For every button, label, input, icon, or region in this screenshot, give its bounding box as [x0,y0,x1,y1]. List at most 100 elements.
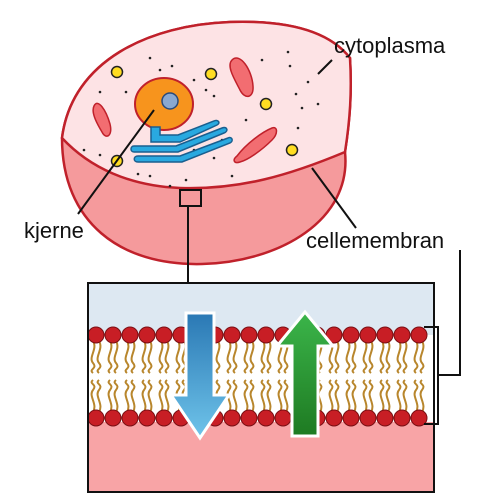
ribosome-dot [294,92,298,96]
ribosome-dot [296,126,300,130]
lipid-tail [351,379,357,413]
lipid-tail [277,340,283,374]
ribosome-dot [148,56,152,60]
lipid-tail [419,340,425,374]
mitochondrion-3 [233,126,278,164]
zoom-indicator-box [179,189,202,207]
lipid-tail [413,340,419,374]
lipid-tail [130,340,136,374]
phospholipid-head [376,326,394,344]
lipid-tail [368,379,374,413]
lipid-tail [147,340,153,374]
ribosome-dot [306,80,310,84]
phospholipid-head [155,326,173,344]
membrane-zoom-panel [88,283,434,492]
nucleolus [161,92,179,110]
ribosome-dot [212,94,216,98]
lipid-tail [345,340,351,374]
lipid-tail [164,340,170,374]
kjerne-label: kjerne [24,218,84,243]
ribosome-dot [288,64,292,68]
lipid-tail [232,379,238,413]
arrow-down-icon [168,311,232,441]
lipid-tail [351,340,357,374]
lipid-tail [90,379,96,413]
ribosome-dot [82,148,86,152]
phospholipid-head [223,409,241,427]
phospholipid-head [410,409,428,427]
lipid-tail [402,379,408,413]
lipid-tail [379,379,385,413]
lipid-tail [385,340,391,374]
lipid-tail [260,379,266,413]
lipid-tail [334,379,340,413]
ribosome-dot [158,68,162,72]
lipid-tail [113,379,119,413]
ribosome-dot [136,172,140,176]
lipid-tail [328,340,334,374]
ribosome-dot [244,118,248,122]
phospholipid-head [121,409,139,427]
lipid-tail [124,379,130,413]
ribosome-dot [300,106,304,110]
vesicle [110,65,124,79]
ribosome-dot [124,90,128,94]
lipid-tail [107,340,113,374]
phospholipid-head [325,326,343,344]
ribosome-dot [192,78,196,82]
extracellular-region [88,283,434,335]
lipid-tail [328,379,334,413]
lipid-tail [164,379,170,413]
phospholipid-head [342,326,360,344]
lipid-tail [226,340,232,374]
ribosome-dot [168,184,172,188]
ribosome-dot [286,50,290,54]
lipid-tail [130,379,136,413]
lipid-tail [147,379,153,413]
lipid-tail [107,379,113,413]
kjerne-leader-line [77,109,155,215]
lipid-tail [215,340,221,374]
lipid-tail [249,340,255,374]
vesicle [285,143,299,157]
phospholipid-head [104,326,122,344]
phospholipid-head [223,326,241,344]
lipid-tail [334,340,340,374]
lipid-tail [379,340,385,374]
cell [60,20,352,266]
phospholipid-head [240,409,258,427]
cytoplasma-label: cytoplasma [334,33,446,58]
lipid-tail [90,340,96,374]
vesicle [259,97,273,111]
ribosome-dot [316,102,320,106]
lipid-tail [249,379,255,413]
phospholipid-head [393,409,411,427]
arrow-up-icon [273,309,337,438]
lipid-tail [158,379,164,413]
lipid-tail [141,379,147,413]
phospholipid-head [88,409,105,427]
membrane-bracket [424,250,461,425]
lipid-tail [175,340,181,374]
phospholipid-head [155,409,173,427]
lipid-tail [124,340,130,374]
ribosome-dot [98,153,102,157]
cytoplasma-leader-line [317,59,333,75]
lipid-tail [396,379,402,413]
lipid-tail [283,340,289,374]
phospholipid-head [274,409,292,427]
phospholipid-head [88,326,105,344]
ribosome-dot [212,156,216,160]
phospholipid-head [376,409,394,427]
lipid-tail [243,379,249,413]
cytoplasm [60,20,352,190]
ribosome-dot [260,58,264,62]
cellemembran-label: cellemembran [306,228,444,253]
phospholipid-head [359,409,377,427]
phospholipid-head [257,409,275,427]
phospholipid-head [325,409,343,427]
ribosome-dot [184,178,188,182]
ribosome-dot [170,64,174,68]
lipid-tail [266,379,272,413]
